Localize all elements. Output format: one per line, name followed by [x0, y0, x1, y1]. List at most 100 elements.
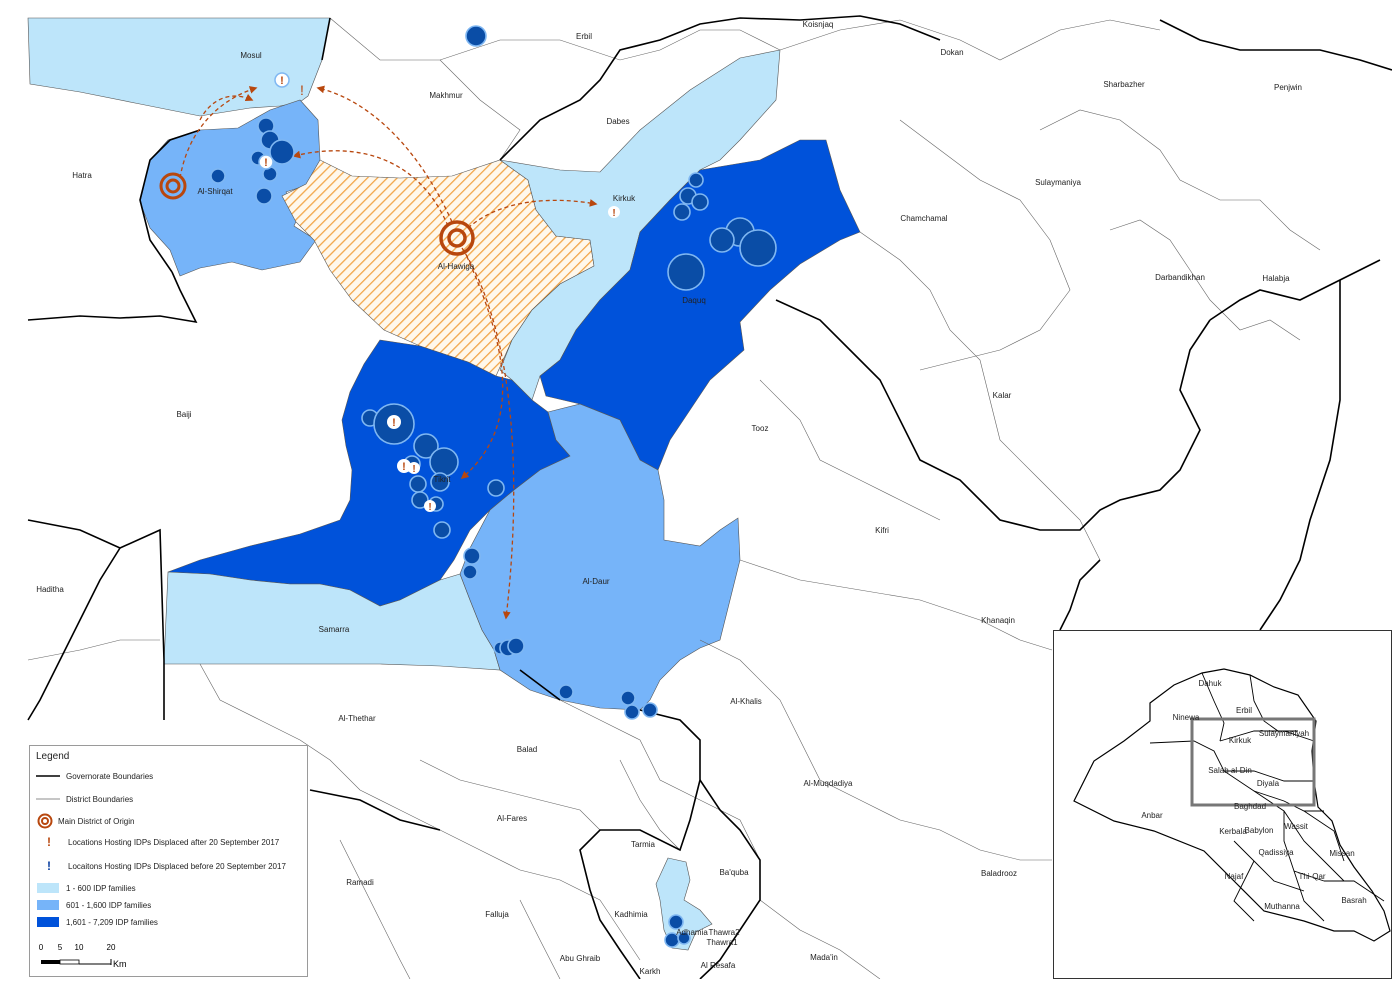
label-darbandikhan: Darbandikhan	[1155, 273, 1205, 282]
bubble	[739, 229, 777, 267]
label-sulaymaniya: Sulaymaniya	[1035, 178, 1081, 187]
bubble	[688, 172, 704, 188]
inset-label-ninewa: Ninewa	[1173, 713, 1200, 722]
bubble	[409, 475, 427, 493]
inset-label-erbil: Erbil	[1236, 706, 1252, 715]
label-kalar: Kalar	[993, 391, 1012, 400]
legend-after-row: ! Locations Hosting IDPs Displaced after…	[36, 835, 279, 849]
label-dabes: Dabes	[606, 117, 629, 126]
scale-tick-0: 0	[39, 943, 44, 952]
inset-label-anbar: Anbar	[1141, 811, 1163, 820]
label-mosul: Mosul	[240, 51, 262, 60]
svg-text:!: !	[402, 461, 406, 473]
label-al-thethar: Al-Thethar	[338, 714, 376, 723]
label-kirkuk: Kirkuk	[613, 194, 636, 203]
label-baquba: Ba'quba	[719, 868, 749, 877]
label-dokan: Dokan	[940, 48, 963, 57]
label-baladrooz: Baladrooz	[981, 869, 1017, 878]
daquq-district-area	[539, 139, 861, 471]
label-balad: Balad	[517, 745, 537, 754]
label-baiji: Baiji	[176, 410, 191, 419]
legend-class2-label: 601 - 1,600 IDP families	[66, 900, 152, 910]
svg-text:!: !	[428, 502, 431, 513]
origin-al-shirqat	[159, 172, 187, 200]
scale-bar: 0 5 10 20 Km	[39, 943, 127, 969]
svg-text:!: !	[392, 417, 396, 429]
origin-icon	[36, 813, 54, 829]
legend-before-row: ! Locaitons Hosting IDPs Displaced befor…	[36, 859, 286, 873]
arrow-hawiga-to-tikrit	[460, 249, 504, 480]
scale-unit: Km	[113, 959, 127, 969]
arrow-to-mosul	[179, 86, 258, 179]
legend-origin-label: Main District of Origin	[58, 816, 135, 826]
bubble	[558, 684, 574, 700]
label-al-shirqat: Al-Shirqat	[197, 187, 233, 196]
label-tikrit: Tikrit	[433, 475, 451, 484]
label-sharbazher: Sharbazher	[1103, 80, 1145, 89]
legend-governorate-label: Governorate Boundaries	[66, 771, 154, 781]
label-hatra: Hatra	[72, 171, 92, 180]
inset-label-baghdad: Baghdad	[1234, 802, 1266, 811]
label-haditha: Haditha	[36, 585, 64, 594]
bubble	[507, 637, 525, 655]
inset-label-diyala: Diyala	[1257, 779, 1280, 788]
label-thawra1: Thawra1	[706, 938, 738, 947]
legend-panel: Legend Governorate Boundaries District B…	[29, 745, 308, 977]
bubble	[709, 227, 735, 253]
svg-text:!: !	[300, 82, 304, 98]
label-koisnjaq: Koisnjaq	[803, 20, 834, 29]
bubble	[411, 491, 429, 509]
bubble	[433, 521, 451, 539]
legend-district-label: District Boundaries	[66, 794, 134, 804]
al-daur-district-area	[459, 403, 741, 711]
legend-class1-label: 1 - 600 IDP families	[66, 883, 136, 893]
svg-text:!: !	[264, 157, 268, 169]
bubble	[677, 931, 691, 945]
bubble	[624, 704, 640, 720]
inset-label-sulaymaniyah: Sulaymaniyah	[1259, 729, 1309, 738]
inset-label-kerbala: Kerbala	[1219, 827, 1247, 836]
label-tarmia: Tarmia	[631, 840, 656, 849]
exclamation-orange-icon: !	[47, 835, 51, 849]
legend-district-row: District Boundaries	[36, 792, 133, 806]
legend-title: Legend	[36, 751, 70, 762]
legend-governorate-row: Governorate Boundaries	[36, 769, 153, 783]
scale-tick-20: 20	[107, 943, 116, 952]
label-kadhimia: Kadhimia	[614, 910, 648, 919]
scale-tick-10: 10	[75, 943, 84, 952]
swatch-mid-blue	[36, 899, 60, 911]
inset-label-qadissiya: Qadissiya	[1258, 848, 1294, 857]
legend-class2-row: 601 - 1,600 IDP families	[36, 898, 151, 912]
inset-map-svg: Dahuk Erbil Ninewa Sulaymaniyah Kirkuk S…	[1073, 668, 1391, 942]
governorate-boundaries	[27, 15, 1392, 979]
arrow-hawiga-to-shirqat	[292, 150, 449, 227]
label-al-muqdadiya: Al-Muqdadiya	[804, 779, 853, 788]
label-al-resafa: Al Resafa	[701, 961, 736, 970]
label-thawra2: Thawra2	[708, 928, 740, 937]
label-karkh: Karkh	[640, 967, 661, 976]
inset-governorates	[1149, 672, 1385, 922]
mosul-district-area	[27, 17, 331, 117]
bubble	[620, 690, 636, 706]
arrow-to-mosul-2	[199, 93, 254, 121]
district-labels: Mosul Erbil Koisnjaq Dokan Sharbazher Pe…	[36, 20, 1302, 976]
inset-label-muthanna: Muthanna	[1264, 902, 1300, 911]
label-daquq: Daquq	[682, 296, 706, 305]
label-al-khalis: Al-Khalis	[730, 697, 762, 706]
origin-symbols	[159, 172, 475, 256]
swatch-light-blue	[36, 882, 60, 894]
swatch-dark-blue	[36, 916, 60, 928]
bubble	[430, 472, 450, 492]
bubble	[462, 564, 478, 580]
bubble	[413, 433, 439, 459]
bubble	[269, 139, 295, 165]
inset-label-thi-qar: Thi-Qar	[1298, 872, 1325, 881]
exclamation-blue-icon: !	[47, 859, 51, 873]
label-ramadi: Ramadi	[346, 878, 374, 887]
label-abu-ghraib: Abu Ghraib	[560, 954, 601, 963]
label-al-fares: Al-Fares	[497, 814, 527, 823]
origin-al-hawiga	[439, 220, 475, 256]
arrow-hawiga-to-daur	[461, 247, 515, 620]
adhamia-district-area	[655, 857, 713, 951]
legend-before-label: Locaitons Hosting IDPs Displaced before …	[68, 861, 286, 871]
